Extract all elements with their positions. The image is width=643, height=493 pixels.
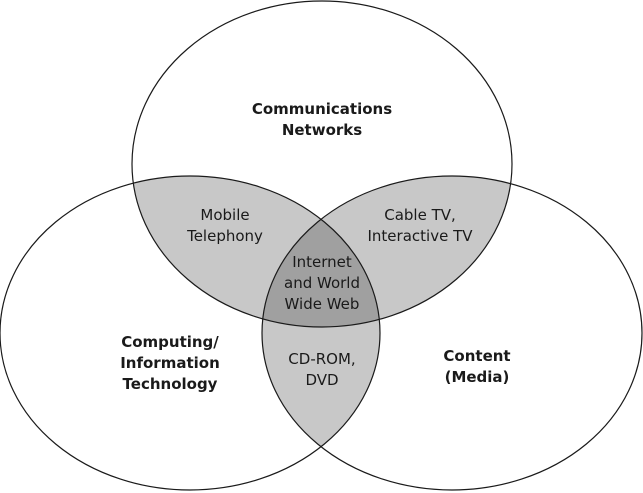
label-line: DVD [305,371,339,389]
circle-communications-networks [131,0,513,328]
circle-computing-it [0,175,381,491]
label-line: Cable TV, [384,206,456,224]
label-line: Wide Web [284,295,360,313]
label-line: and World [284,274,360,292]
label-internet-www: Internet and World Wide Web [262,252,382,315]
overlap-communications-content [262,176,512,327]
label-line: CD-ROM, [288,350,356,368]
label-communications-networks: Communications Networks [222,99,422,141]
overlap-communications-computing [132,176,380,327]
label-line: Telephony [187,227,263,245]
label-computing-it: Computing/ Information Technology [90,332,250,395]
label-cable-tv: Cable TV, Interactive TV [350,205,490,247]
label-line: Interactive TV [367,227,473,245]
label-line: Internet [292,253,352,271]
label-line: Computing/ [121,333,219,351]
label-line: (Media) [444,368,510,386]
label-line: Mobile [200,206,250,224]
label-cd-rom-dvd: CD-ROM, DVD [262,349,382,391]
circle-content-media [261,175,643,491]
label-line: Content [443,347,511,365]
label-mobile-telephony: Mobile Telephony [165,205,285,247]
label-content-media: Content (Media) [407,346,547,388]
label-line: Networks [281,121,363,139]
label-line: Communications [251,100,393,118]
label-line: Technology [122,375,218,393]
label-line: Information [120,354,220,372]
